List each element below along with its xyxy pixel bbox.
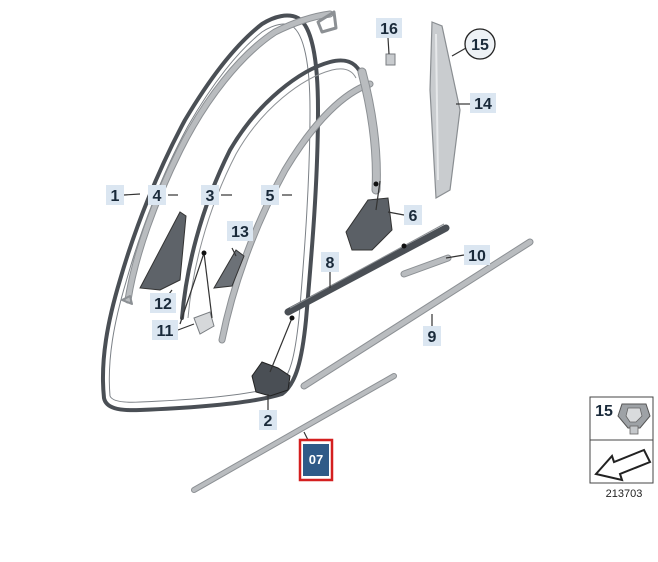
part-16-clip[interactable] [385, 53, 396, 66]
svg-text:15: 15 [595, 403, 613, 420]
leader-lines [123, 37, 470, 441]
svg-text:16: 16 [380, 21, 398, 38]
svg-text:15: 15 [471, 37, 489, 54]
svg-text:13: 13 [231, 224, 249, 241]
part-3-channel[interactable] [180, 58, 362, 320]
part-4-trim[interactable] [121, 10, 338, 305]
svg-text:11: 11 [157, 323, 174, 340]
svg-text:8: 8 [326, 255, 335, 272]
callout-12[interactable]: 12 [150, 293, 176, 313]
legend-arrow-icon [594, 448, 652, 482]
diagram-ref-number: 213703 [606, 488, 643, 500]
part-9-sill-trim[interactable] [300, 238, 534, 390]
leader-dots [201, 181, 407, 321]
callout-6[interactable]: 6 [404, 205, 422, 225]
svg-text:6: 6 [409, 208, 418, 225]
callout-2[interactable]: 2 [259, 410, 277, 430]
part-10-strip[interactable] [400, 254, 452, 278]
legend-part-15[interactable]: 15 [595, 403, 651, 435]
part-12-cover[interactable] [139, 211, 187, 291]
part-14-panel[interactable] [429, 21, 461, 200]
callout-3[interactable]: 3 [201, 185, 219, 205]
svg-text:14: 14 [474, 96, 492, 113]
part-5-trim[interactable] [218, 80, 374, 344]
svg-text:12: 12 [154, 296, 172, 313]
callout-4[interactable]: 4 [148, 185, 166, 205]
svg-text:4: 4 [153, 188, 162, 205]
part-13-cover[interactable] [213, 249, 245, 289]
callout-10[interactable]: 10 [464, 245, 490, 265]
callout-13[interactable]: 13 [227, 221, 253, 241]
callout-1[interactable]: 1 [106, 185, 124, 205]
part-11-clip[interactable] [193, 311, 215, 335]
svg-text:3: 3 [206, 188, 215, 205]
part-07-strip[interactable] [191, 373, 397, 493]
svg-text:07: 07 [309, 452, 323, 467]
legend-box: 15 213703 [589, 396, 654, 500]
svg-text:2: 2 [264, 413, 273, 430]
part-2-bracket[interactable] [251, 361, 291, 397]
svg-text:1: 1 [111, 188, 120, 205]
callout-15[interactable]: 15 [464, 28, 496, 60]
svg-text:10: 10 [468, 248, 486, 265]
callout-14[interactable]: 14 [470, 93, 496, 113]
part-8-belt-seal[interactable] [284, 223, 450, 316]
part-6-pillar-trim[interactable] [345, 67, 393, 251]
callout-11[interactable]: 11 [152, 320, 178, 340]
hotspot-07[interactable]: 07 [298, 438, 334, 482]
callout-16[interactable]: 16 [376, 18, 402, 38]
svg-text:9: 9 [428, 329, 437, 346]
callout-5[interactable]: 5 [261, 185, 279, 205]
svg-text:5: 5 [266, 188, 275, 205]
callout-9[interactable]: 9 [423, 326, 441, 346]
callout-8[interactable]: 8 [321, 252, 339, 272]
